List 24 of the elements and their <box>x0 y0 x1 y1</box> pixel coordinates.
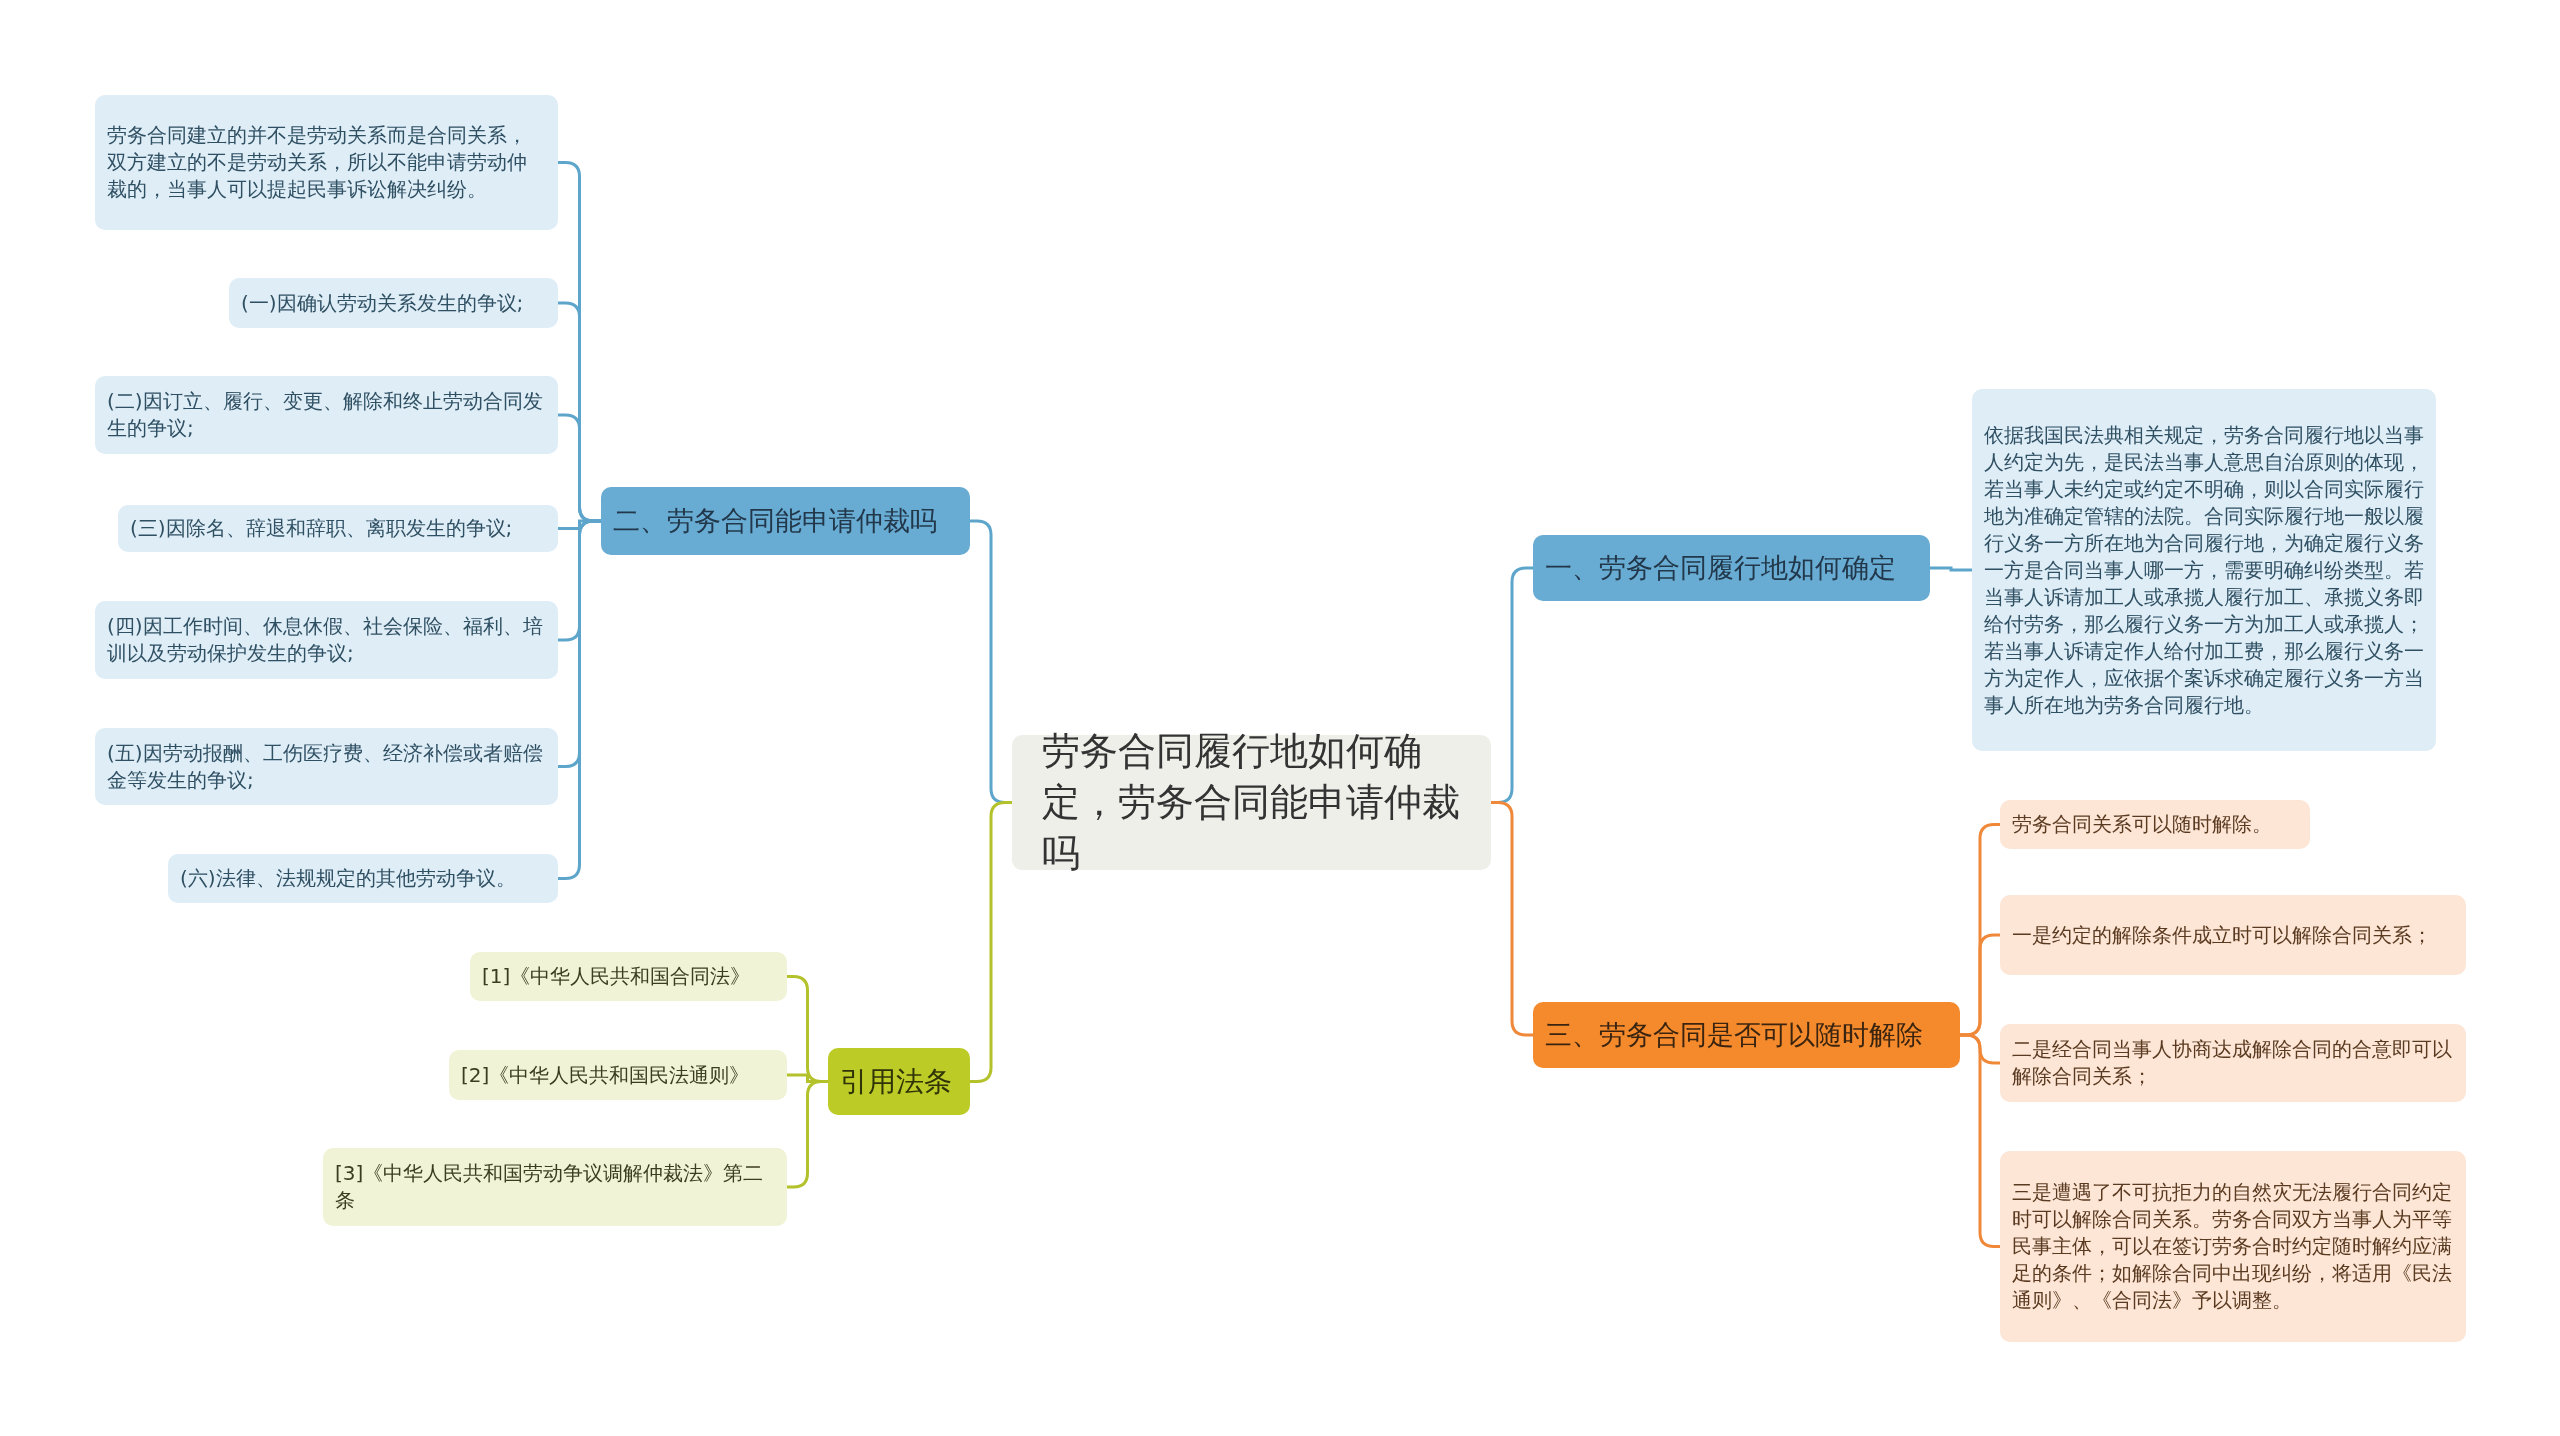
branch-topic-box: 二、劳务合同能申请仲裁吗 <box>601 487 970 555</box>
subtopic-box: 三是遭遇了不可抗拒力的自然灾无法履行合同约定时可以解除合同关系。劳务合同双方当事人为平等民事主体，可以在签订劳务合时约定随时解约应满足的条件；如解除合同中出现纠纷，将适用《民法通则》、《合同法》予以调整。 <box>2000 1151 2466 1342</box>
subtopic-box: (三)因除名、辞退和辞职、离职发生的争议; <box>118 505 558 552</box>
connector-line <box>970 801 1012 1083</box>
subtopic-box: 劳务合同关系可以随时解除。 <box>2000 800 2310 849</box>
connector-line <box>1491 801 1533 1037</box>
subtopic-box: (六)法律、法规规定的其他劳动争议。 <box>168 854 558 903</box>
branch-topic-box: 一、劳务合同履行地如何确定 <box>1533 535 1930 601</box>
subtopic-box: [1]《中华人民共和国合同法》 <box>470 952 787 1001</box>
subtopic-box: (四)因工作时间、休息休假、社会保险、福利、培训以及劳动保护发生的争议; <box>95 601 558 679</box>
connector-line <box>558 519 601 880</box>
subtopic-box: (一)因确认劳动关系发生的争议; <box>229 278 558 328</box>
connector-line <box>1930 566 1972 572</box>
subtopic-box: (二)因订立、履行、变更、解除和终止劳动合同发生的争议; <box>95 376 558 454</box>
branch-topic-box: 引用法条 <box>828 1048 970 1115</box>
subtopic-box: 劳务合同建立的并不是劳动关系而是合同关系，双方建立的不是劳动关系，所以不能申请劳动仲裁的，当事人可以提起民事诉讼解决纠纷。 <box>95 95 558 230</box>
connector-line <box>787 1080 828 1189</box>
subtopic-box: [2]《中华人民共和国民法通则》 <box>449 1050 787 1100</box>
subtopic-box: 一是约定的解除条件成立时可以解除合同关系； <box>2000 895 2466 975</box>
subtopic-box: [3]《中华人民共和国劳动争议调解仲裁法》第二条 <box>323 1148 787 1226</box>
subtopic-box: (五)因劳动报酬、工伤医疗费、经济补偿或者赔偿金等发生的争议; <box>95 728 558 805</box>
subtopic-box: 二是经合同当事人协商达成解除合同的合意即可以解除合同关系； <box>2000 1024 2466 1102</box>
branch-topic-box: 三、劳务合同是否可以随时解除 <box>1533 1002 1960 1068</box>
subtopic-box: 依据我国民法典相关规定，劳务合同履行地以当事人约定为先，是民法当事人意思自治原则的体现，若当事人未约定或约定不明确，则以合同实际履行地为准确定管辖的法院。合同实际履行地一般以履行义务一方所在地为合同履行地，为确定履行义务一方是合同当事人哪一方，需要明确纠纷类型。若当事人诉请加工人或承揽人履行加工、承揽义务即给付劳务，那么履行义务一方为加工人或承揽人；若当事人诉请定作人给付加工费，那么履行义务一方为定作人，应依据个案诉求确定履行义务一方当事人所在地为劳务合同履行地。 <box>1972 389 2436 751</box>
